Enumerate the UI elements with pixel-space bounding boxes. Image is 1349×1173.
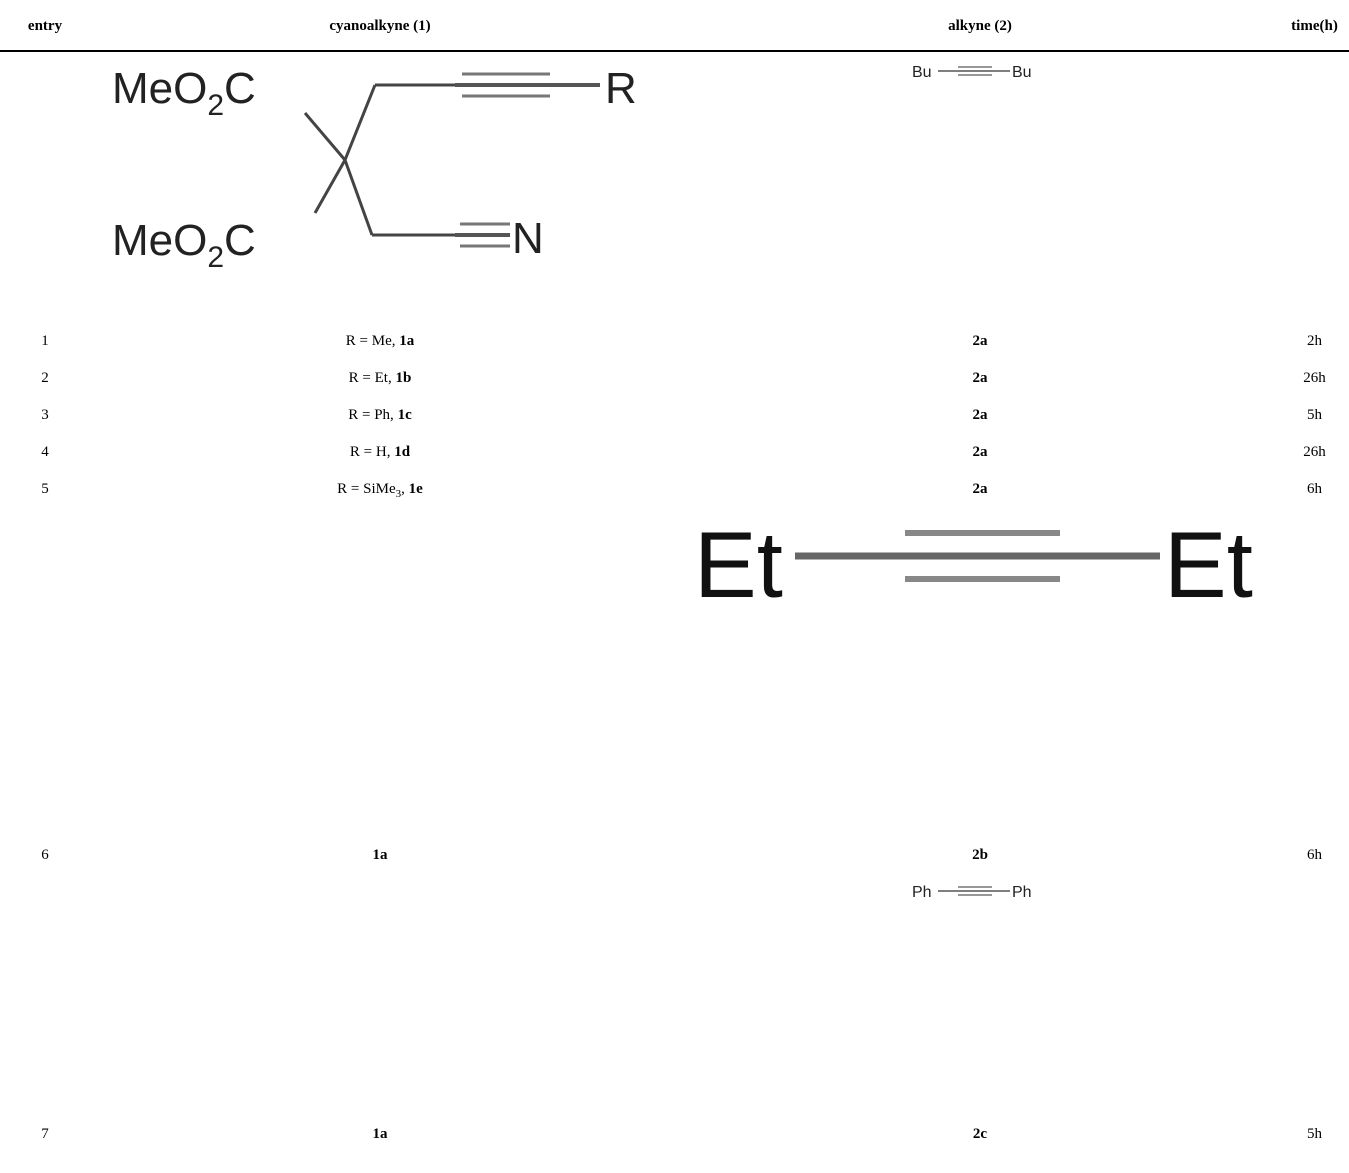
cyanoalkyne-3: R = Ph, 1c bbox=[348, 407, 412, 423]
entry-5: 5 bbox=[41, 481, 49, 497]
alkyne-structure-bu: Bu Bu bbox=[912, 64, 1032, 81]
bu-left-label: Bu bbox=[912, 64, 932, 81]
cyanoalkyne-4: R = H, 1d bbox=[349, 444, 411, 460]
alkyne-7: 2c bbox=[972, 1126, 988, 1142]
header-entry: entry bbox=[27, 18, 63, 34]
alkyne-5: 2a bbox=[972, 481, 988, 497]
alkyne-3: 2a bbox=[972, 407, 988, 423]
header-alkyne: alkyne (2) bbox=[948, 18, 1012, 34]
et-right-label: Et bbox=[1164, 515, 1253, 610]
cyanoalkyne-7: 1a bbox=[372, 1126, 388, 1142]
bond-to-cyanomethyl bbox=[343, 159, 374, 236]
entry-1: 1 bbox=[41, 333, 49, 349]
et-left-label: Et bbox=[694, 515, 783, 610]
ph-right-label: Ph bbox=[1012, 884, 1032, 901]
header-time: time(h) bbox=[1291, 18, 1338, 34]
r-group-label: R bbox=[605, 64, 637, 113]
alkyne-1: 2a bbox=[972, 333, 988, 349]
time-4: 26h bbox=[1303, 444, 1326, 460]
cyanoalkyne-structure: MeO2C MeO2C R N bbox=[112, 64, 637, 274]
alkyne-structure-et: Et Et bbox=[694, 515, 1253, 610]
alkyne-structure-ph: Ph Ph bbox=[912, 884, 1032, 901]
bu-right-label: Bu bbox=[1012, 64, 1032, 81]
bond-top-ester bbox=[303, 112, 347, 161]
alkyne-2: 2a bbox=[972, 370, 988, 386]
top-ester-label: MeO2C bbox=[112, 64, 256, 122]
cyanoalkyne-6: 1a bbox=[372, 847, 388, 863]
header-cyanoalkyne: cyanoalkyne (1) bbox=[329, 18, 431, 34]
entry-3: 3 bbox=[41, 407, 49, 423]
bond-bottom-ester bbox=[313, 159, 347, 214]
cyanoalkyne-1: R = Me, 1a bbox=[345, 333, 415, 349]
nitrogen-label: N bbox=[512, 214, 544, 263]
entry-4: 4 bbox=[41, 444, 49, 460]
alkyne-4: 2a bbox=[972, 444, 988, 460]
bond-to-propargyl bbox=[343, 84, 377, 161]
alkyne-6: 2b bbox=[972, 847, 988, 863]
entry-6: 6 bbox=[41, 847, 49, 863]
entry-2: 2 bbox=[41, 370, 49, 386]
time-5: 6h bbox=[1307, 481, 1322, 497]
header-rule bbox=[0, 50, 1349, 52]
time-6: 6h bbox=[1307, 847, 1322, 863]
time-7: 5h bbox=[1307, 1126, 1322, 1142]
ph-left-label: Ph bbox=[912, 884, 932, 901]
cyanoalkyne-5: R = SiMe3, 1e bbox=[337, 481, 423, 500]
time-1: 2h bbox=[1307, 333, 1322, 349]
time-3: 5h bbox=[1307, 407, 1322, 423]
entry-7: 7 bbox=[41, 1126, 49, 1142]
bottom-ester-label: MeO2C bbox=[112, 216, 256, 274]
cyanoalkyne-2: R = Et, 1b bbox=[348, 370, 412, 386]
time-2: 26h bbox=[1303, 370, 1326, 386]
